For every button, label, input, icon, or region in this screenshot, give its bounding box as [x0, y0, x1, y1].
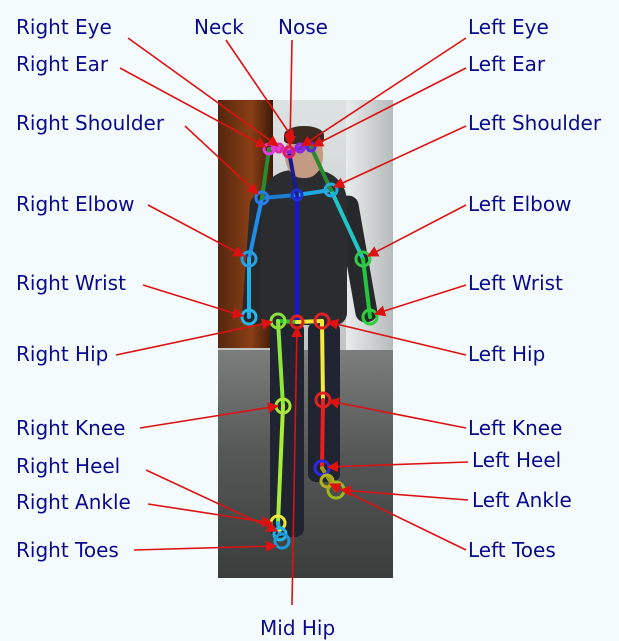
- right-eye-label: Right Eye: [16, 15, 112, 39]
- right-shoulder-label: Right Shoulder: [16, 111, 164, 135]
- left-wrist-arrow: [375, 285, 466, 314]
- left-knee-label: Left Knee: [468, 416, 562, 440]
- left-ankle-label: Left Ankle: [472, 488, 572, 512]
- right-knee-arrow: [140, 406, 278, 428]
- left-toes-label: Left Toes: [468, 538, 556, 562]
- right-hip-label: Right Hip: [16, 342, 108, 366]
- right-elbow-label: Right Elbow: [16, 192, 135, 216]
- left-eye-label: Left Eye: [468, 15, 549, 39]
- left-hip-label: Left Hip: [468, 342, 545, 366]
- neck-arrow: [226, 40, 294, 140]
- mid-hip-label: Mid Hip: [260, 616, 335, 640]
- mid-hip-arrow: [292, 327, 297, 605]
- left-shoulder-arrow: [334, 126, 466, 187]
- right-ear-label: Right Ear: [16, 52, 108, 76]
- neck-label: Neck: [194, 15, 244, 39]
- left-elbow-label: Left Elbow: [468, 192, 571, 216]
- left-heel-arrow: [328, 462, 468, 467]
- right-ankle-arrow: [148, 504, 272, 523]
- left-shoulder-label: Left Shoulder: [468, 111, 601, 135]
- left-heel-label: Left Heel: [472, 448, 561, 472]
- right-ankle-label: Right Ankle: [16, 490, 131, 514]
- right-wrist-label: Right Wrist: [16, 271, 126, 295]
- right-hip-arrow: [116, 322, 272, 355]
- right-heel-label: Right Heel: [16, 454, 120, 478]
- left-ear-arrow: [313, 68, 466, 146]
- right-knee-label: Right Knee: [16, 416, 125, 440]
- left-ear-label: Left Ear: [468, 52, 545, 76]
- right-heel-arrow: [146, 470, 277, 531]
- right-wrist-arrow: [143, 285, 243, 316]
- left-elbow-arrow: [368, 205, 466, 256]
- right-elbow-arrow: [148, 205, 244, 256]
- left-hip-arrow: [328, 322, 466, 355]
- nose-label: Nose: [278, 15, 328, 39]
- left-eye-arrow: [302, 38, 466, 146]
- nose-arrow: [290, 40, 292, 146]
- right-toes-arrow: [134, 546, 276, 550]
- right-ear-arrow: [120, 68, 266, 147]
- right-toes-label: Right Toes: [16, 538, 119, 562]
- left-wrist-label: Left Wrist: [468, 271, 563, 295]
- left-knee-arrow: [329, 401, 466, 428]
